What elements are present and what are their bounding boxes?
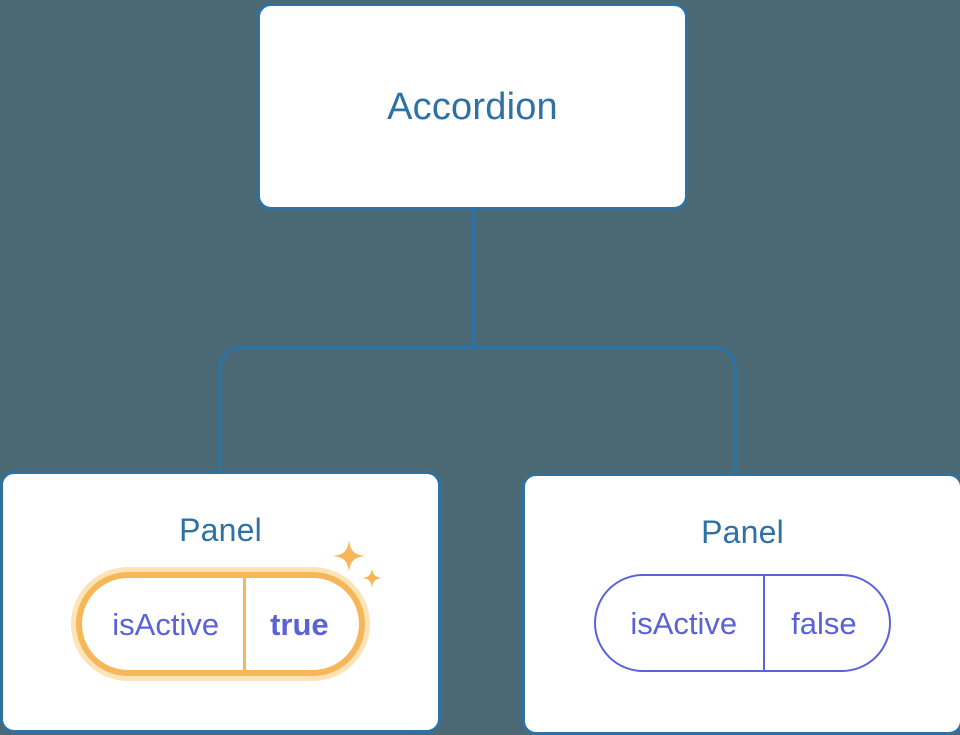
node-panel-left[interactable]: Panel isActive true <box>0 471 441 733</box>
prop-pill-isactive-false[interactable]: isActive false <box>594 574 891 672</box>
prop-value-label: true <box>243 578 359 670</box>
prop-key-label: isActive <box>630 605 738 641</box>
prop-key-label: isActive <box>112 606 220 642</box>
node-panel-left-title: Panel <box>179 512 262 548</box>
prop-value-label: false <box>763 576 888 670</box>
prop-wrap-left: isActive true <box>3 540 438 676</box>
node-panel-right-title: Panel <box>701 514 784 550</box>
prop-pill-isactive-true[interactable]: isActive true <box>76 540 382 676</box>
prop-wrap-right: isActive false <box>525 574 960 672</box>
edge-branch-left <box>218 346 474 471</box>
edge-branch-right <box>473 346 737 473</box>
node-accordion[interactable]: Accordion <box>257 3 688 210</box>
node-accordion-title: Accordion <box>387 85 558 128</box>
node-panel-right[interactable]: Panel isActive false <box>522 473 960 735</box>
